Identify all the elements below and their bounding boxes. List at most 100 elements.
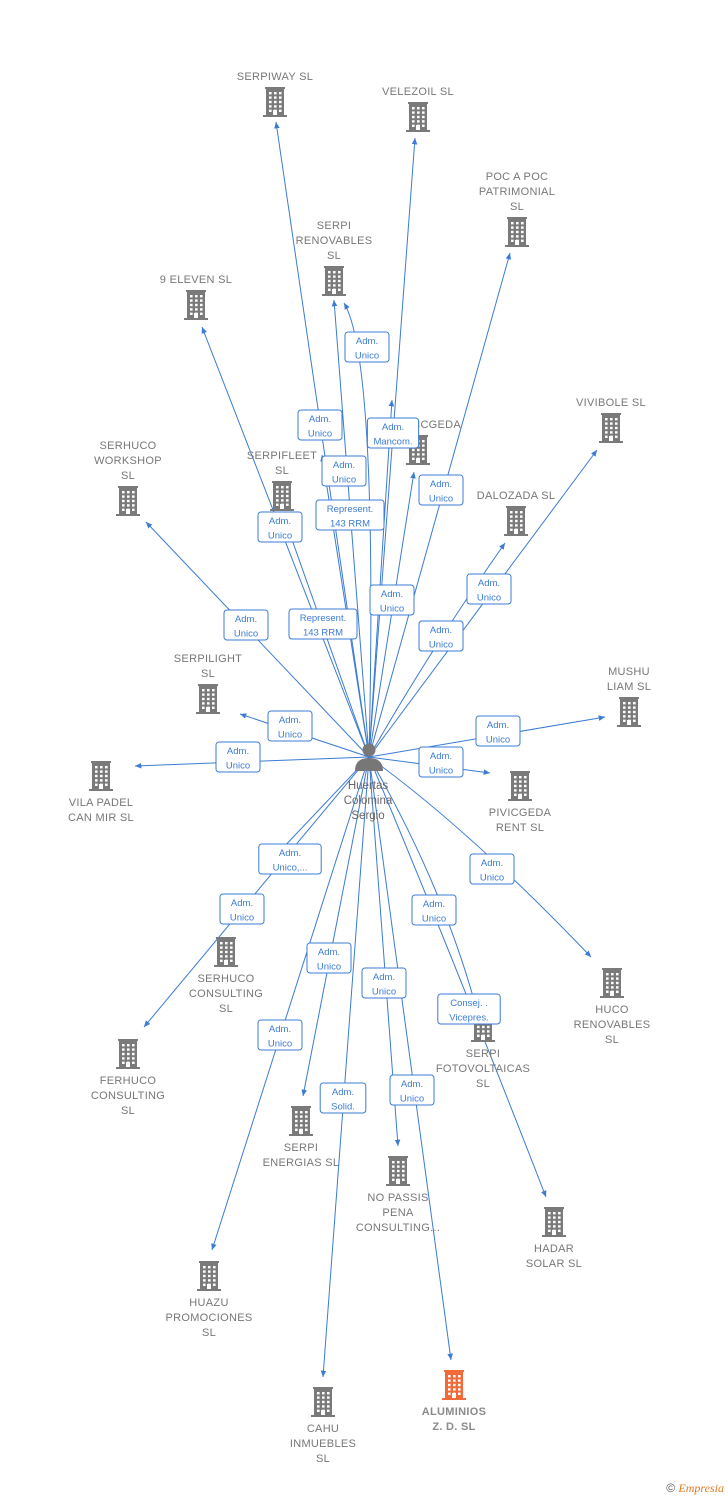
- relation-label: Unico: [486, 735, 510, 746]
- relation-box-serpiway[interactable]: Adm.Unico: [297, 409, 343, 441]
- relation-edge-huazu: [211, 756, 370, 1251]
- relation-box-pocapoc[interactable]: Adm.Unico: [418, 474, 464, 506]
- relation-box-nine-eleven[interactable]: Adm.Unico: [257, 511, 303, 543]
- relation-box-serpivicgeda[interactable]: Adm.Mancom.: [366, 417, 420, 449]
- company-label: PIVICGEDA: [489, 807, 552, 819]
- relation-box-velezoil[interactable]: Adm. Unico: [369, 584, 415, 616]
- relation-label: Adm.: [227, 746, 249, 757]
- relation-box-frame: [297, 409, 343, 441]
- relation-label: Adm.: [309, 414, 331, 425]
- relation-label: Unico: [332, 475, 356, 486]
- relation-box-mushu[interactable]: Adm. Unico: [475, 715, 521, 747]
- relation-box-vivibole[interactable]: Adm.Unico: [466, 573, 512, 605]
- relation-label: Unico: [380, 604, 404, 615]
- relation-label: Adm.: [279, 848, 301, 859]
- company-label: SERPI: [284, 1142, 319, 1154]
- relation-label: Unico: [429, 640, 453, 651]
- company-node-velezoil[interactable]: VELEZOIL SL: [382, 86, 454, 132]
- relation-box-serpi-energias[interactable]: Adm.Unico: [306, 942, 352, 974]
- relation-box-frame: [315, 499, 385, 531]
- relation-box-serpilight[interactable]: Adm.Unico: [267, 710, 313, 742]
- relation-box-frame: [366, 417, 420, 449]
- relation-label: Unico,...: [273, 863, 308, 874]
- relation-label: Unico: [480, 873, 504, 884]
- building-icon: [442, 1370, 466, 1400]
- relation-box-dalozada[interactable]: Adm.Unico: [418, 620, 464, 652]
- building-icon: [504, 506, 528, 536]
- relation-label: Adm.: [373, 972, 395, 983]
- company-label: HUAZU: [189, 1297, 228, 1309]
- company-node-no-passis[interactable]: NO PASSISPENACONSULTING...: [356, 1156, 440, 1234]
- relation-box-cahu[interactable]: Adm.Solid.: [319, 1082, 367, 1114]
- relation-edge-aluminios: [368, 756, 453, 1361]
- watermark[interactable]: © Empresia: [666, 1481, 724, 1496]
- relation-box-frame: [469, 853, 515, 885]
- relation-box-huazu[interactable]: Adm.Unico: [257, 1019, 303, 1051]
- relation-box-serpi-renovables[interactable]: Adm.Unico: [344, 331, 390, 363]
- company-node-pivicgeda[interactable]: PIVICGEDA RENT SL: [489, 771, 552, 834]
- company-node-dalozada[interactable]: DALOZADA SL: [477, 490, 556, 536]
- relation-label: Unico: [268, 531, 292, 542]
- relation-box-huco[interactable]: Adm. Unico: [469, 853, 515, 885]
- relation-label: Represent.: [300, 613, 346, 624]
- relation-box-frame: [418, 620, 464, 652]
- company-node-nine-eleven[interactable]: 9 ELEVEN SL: [160, 274, 232, 320]
- relation-box-frame: [258, 843, 322, 875]
- person-icon: [355, 743, 383, 771]
- relation-box-frame: [418, 474, 464, 506]
- relation-box-hadar[interactable]: Consej. .Vicepres.: [437, 993, 501, 1025]
- relation-box-frame: [411, 894, 457, 926]
- relation-box-serpifleet[interactable]: Adm.Unico: [321, 455, 367, 487]
- relation-label: Adm.: [487, 720, 509, 731]
- relation-label: Adm.: [430, 751, 452, 762]
- relation-box-serpiway[interactable]: Represent.143 RRM: [288, 608, 358, 640]
- company-label: RENT SL: [496, 822, 544, 834]
- relation-label: Adm.: [381, 589, 403, 600]
- relation-box-serhuco-consulting[interactable]: Adm. Unico,...: [258, 843, 322, 875]
- company-node-vivibole[interactable]: VIVIBOLE SL: [576, 397, 646, 443]
- relation-box-ferhuco[interactable]: Adm.Unico: [219, 893, 265, 925]
- company-label: SL: [121, 1105, 135, 1117]
- relation-box-vila-padel[interactable]: Adm.Unico: [215, 741, 261, 773]
- relation-box-pivicgeda[interactable]: Adm. Unico: [418, 746, 464, 778]
- relation-label: Unico: [422, 914, 446, 925]
- nodes-layer: SERPIWAY SL VELEZOIL SL POC A POCPATRIMONI…: [68, 71, 651, 1465]
- relation-box-serpi-renovables[interactable]: Represent.143 RRM: [315, 499, 385, 531]
- company-label: SERPILIGHT: [174, 653, 242, 665]
- company-label: SL: [316, 1453, 330, 1465]
- relation-box-serpi-fotovoltaicas[interactable]: Adm.Unico: [411, 894, 457, 926]
- person-name-label: Colomina: [344, 795, 393, 807]
- relation-box-frame: [466, 573, 512, 605]
- relation-label: Consej. .: [450, 998, 488, 1009]
- company-label: SERPIWAY SL: [237, 71, 313, 83]
- company-label: SOLAR SL: [526, 1258, 582, 1270]
- company-node-serpiway[interactable]: SERPIWAY SL: [237, 71, 313, 117]
- relation-box-serhuco-workshop[interactable]: Adm.Unico: [223, 609, 269, 641]
- relation-box-no-passis[interactable]: Adm.Unico: [361, 967, 407, 999]
- relation-label: Unico: [429, 766, 453, 777]
- relation-box-aluminios[interactable]: Adm.Unico: [389, 1074, 435, 1106]
- relation-box-frame: [369, 584, 415, 616]
- relation-boxes-layer: Adm.UnicoAdm.UnicoAdm.Mancom.Adm.UnicoRe…: [215, 331, 521, 1114]
- relation-label: Adm.: [481, 858, 503, 869]
- building-icon: [196, 684, 220, 714]
- relation-edge-ferhuco: [143, 756, 370, 1028]
- relation-edge-huco: [368, 756, 592, 958]
- building-icon: [89, 761, 113, 791]
